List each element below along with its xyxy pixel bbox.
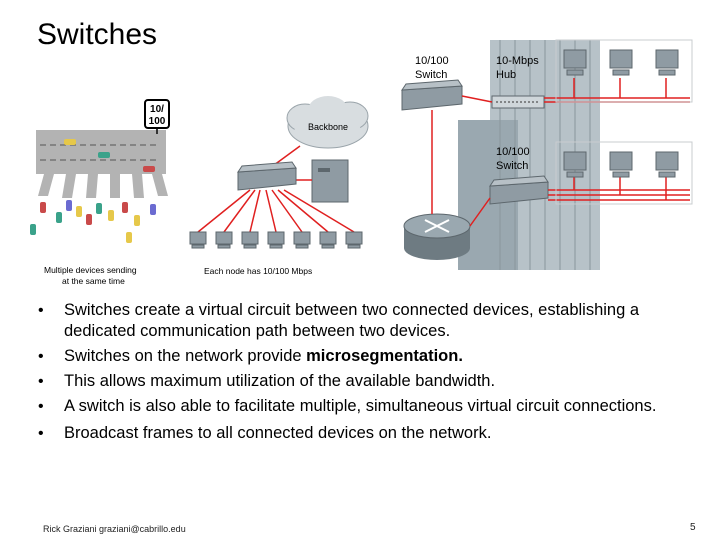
bottom-switch-label-line2: Switch	[496, 160, 528, 172]
lower-computers	[563, 151, 679, 178]
page-number: 5	[690, 522, 696, 533]
router-icon	[403, 213, 471, 260]
upper-computers	[563, 49, 679, 76]
bullet-text: A switch is also able to facilitate mult…	[64, 397, 657, 415]
left-caption-line2: at the same time	[62, 276, 125, 286]
bullet-text: Switches on the network provide	[64, 347, 307, 365]
top-switch-label-line1: 10/100	[415, 55, 449, 67]
bullet-dot: •	[38, 348, 44, 365]
bullet-item: • Switches on the network provide micros…	[38, 346, 698, 367]
bullet-text: Switches create a virtual circuit betwee…	[64, 301, 640, 340]
bullet-text: Broadcast frames to all connected device…	[64, 424, 492, 442]
footer-author: Rick Graziani graziani@cabrillo.edu	[43, 524, 186, 534]
backbone-cloud	[286, 96, 369, 149]
network-diagram: 10/ 100 Multiple devices sending at the …	[30, 39, 693, 286]
bullet-bold-term: microsegmentation.	[306, 347, 463, 365]
hub-label-line2: Hub	[496, 69, 516, 81]
bullet-list: • Switches create a virtual circuit betw…	[38, 300, 698, 448]
backbone-label: Backbone	[308, 122, 348, 132]
sign-text-line2: 100	[149, 116, 166, 127]
server-icon	[311, 159, 349, 203]
node-computers	[189, 231, 363, 249]
slide-title: Switches	[37, 18, 158, 51]
bullet-text: This allows maximum utilization of the a…	[64, 372, 496, 390]
sign-text-line1: 10/	[150, 104, 164, 115]
bullet-item: • A switch is also able to facilitate mu…	[38, 396, 698, 417]
bullet-dot: •	[38, 398, 44, 415]
hub-label-line1: 10-Mbps	[496, 55, 539, 67]
bullet-dot: •	[38, 373, 44, 390]
bullet-dot: •	[38, 425, 44, 442]
bullet-item: • This allows maximum utilization of the…	[38, 371, 698, 392]
bullet-item: • Switches create a virtual circuit betw…	[38, 300, 698, 342]
bullet-item: • Broadcast frames to all connected devi…	[38, 423, 698, 444]
bottom-switch-label-line1: 10/100	[496, 146, 530, 158]
highway-illustration	[30, 99, 170, 243]
top-switch-label-line2: Switch	[415, 69, 447, 81]
bullet-dot: •	[38, 302, 44, 319]
nodes-caption: Each node has 10/100 Mbps	[204, 266, 312, 276]
left-caption-line1: Multiple devices sending	[44, 265, 137, 275]
